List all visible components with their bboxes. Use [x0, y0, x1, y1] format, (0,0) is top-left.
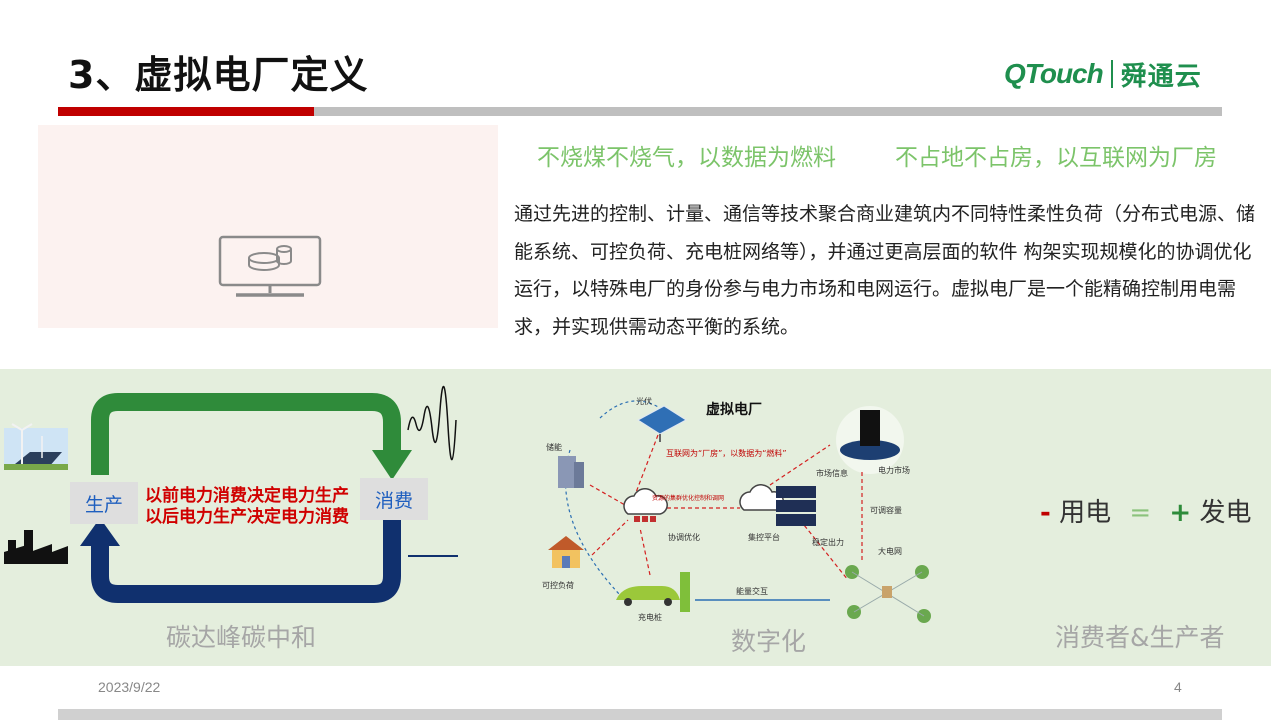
caption-carbon: 碳达峰碳中和	[166, 623, 317, 652]
slide-title: 3、虚拟电厂定义	[68, 53, 369, 97]
produce-label: 生产	[70, 482, 138, 524]
footer-bar	[58, 709, 1222, 720]
slogan-left: 不烧煤不烧气，以数据为燃料	[537, 145, 836, 171]
slogan-right: 不占地不占房，以互联网为厂房	[895, 145, 1217, 171]
storage-building-icon	[558, 456, 584, 488]
produce-arrow-head	[80, 518, 120, 546]
prosumer-equation: - 用电 = + 发电	[1040, 492, 1251, 529]
vpp-network-diagram: 光伏 储能 可控负荷 充电桩 协调优化 集控平台 电力市场 大电网 互联网为“厂…	[542, 396, 931, 623]
vpp-slogan: 互联网为“厂房”，以数据为“燃料”	[666, 448, 787, 458]
solar-wind-icon	[4, 423, 68, 470]
vpp-label-charger: 充电桩	[638, 612, 662, 622]
footer-date: 2023/9/22	[98, 679, 161, 695]
qtouch-logo: QTouch 舜通云	[1004, 56, 1202, 92]
vpp-label-coord: 协调优化	[668, 532, 700, 542]
market-building-icon	[840, 410, 900, 460]
logo-latin: QTouch	[1004, 58, 1104, 89]
caption-digital: 数字化	[731, 627, 807, 656]
equation-gen: 发电	[1199, 498, 1252, 528]
title-underline-red	[58, 107, 314, 116]
cycle-arrows	[80, 393, 412, 603]
vpp-label-grid: 大电网	[878, 546, 902, 556]
consume-arrow-head	[372, 450, 412, 480]
waveform-icon	[407, 385, 457, 461]
title-underline-gray	[314, 107, 1222, 116]
vpp-label-pv: 光伏	[636, 396, 652, 406]
vpp-link-note: 资源的集群优化控制和调网	[652, 494, 724, 502]
consume-label: 消费	[360, 478, 428, 520]
vpp-label-market: 电力市场	[878, 465, 910, 475]
vpp-energy-exchange: 能量交互	[736, 586, 768, 596]
house-icon	[548, 536, 584, 568]
cloud-server-icon	[739, 484, 816, 526]
equation-plus: +	[1169, 498, 1192, 528]
footer-page-number: 4	[1174, 679, 1182, 695]
vpp-stable-output: 稳定出力	[812, 537, 844, 547]
pv-panel-icon	[637, 405, 687, 442]
vpp-label-platform: 集控平台	[748, 532, 780, 542]
vpp-adjust-capacity: 可调容量	[870, 505, 902, 515]
equation-equals: =	[1129, 498, 1152, 528]
logo-separator	[1110, 60, 1113, 88]
logo-chinese: 舜通云	[1120, 61, 1202, 92]
cloud-coord-icon	[623, 488, 668, 522]
energy-cycle-diagram	[4, 385, 458, 603]
vpp-label-storage: 储能	[546, 442, 562, 452]
vpp-market-info: 市场信息	[816, 468, 848, 478]
monitor-database-icon	[218, 235, 322, 297]
factory-icon	[4, 530, 68, 564]
equation-minus: -	[1040, 498, 1051, 528]
grid-network-icon	[845, 565, 931, 623]
cycle-line-1: 以前电力消费决定电力生产	[145, 486, 349, 506]
vpp-title: 虚拟电厂	[706, 401, 762, 418]
ev-car-icon	[616, 572, 690, 612]
caption-prosumer: 消费者&生产者	[1055, 623, 1225, 652]
vpp-label-load: 可控负荷	[542, 580, 574, 590]
definition-paragraph: 通过先进的控制、计量、通信等技术聚合商业建筑内不同特性柔性负荷（分布式电源、储能…	[514, 203, 1256, 338]
equation-use: 用电	[1059, 498, 1112, 528]
cycle-line-2: 以后电力生产决定电力消费	[145, 507, 349, 527]
